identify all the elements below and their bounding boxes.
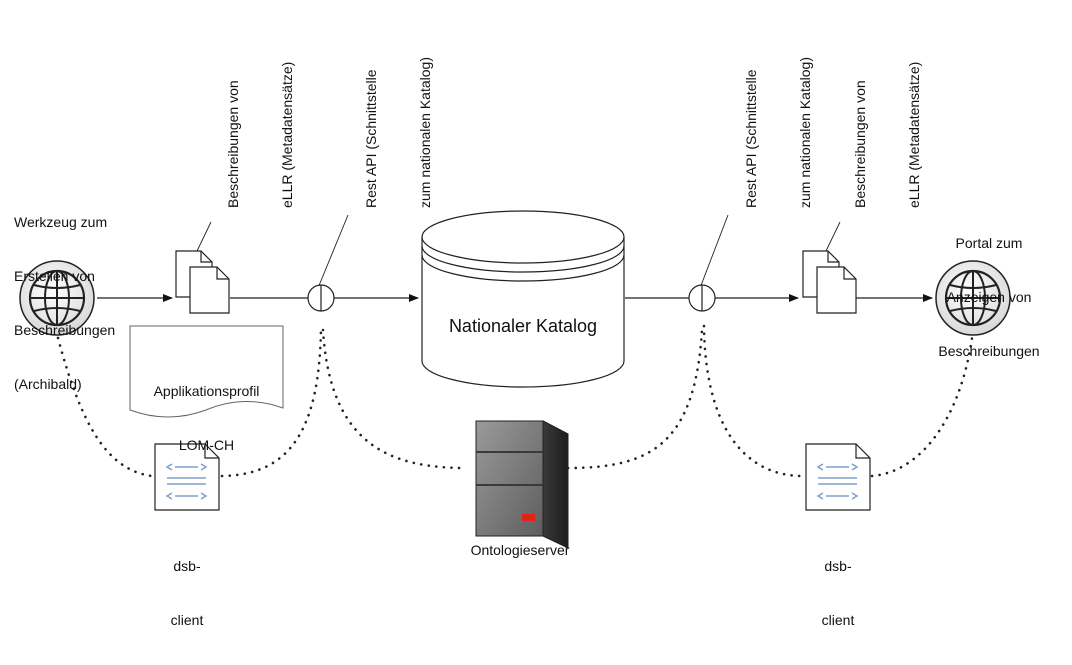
server-led (522, 514, 535, 521)
tool-label-line: Beschreibungen (14, 322, 116, 338)
document-shape (129, 325, 284, 418)
code-file-icon (805, 443, 871, 511)
server-icon (475, 420, 569, 549)
server-label: Ontologieserver (470, 542, 570, 558)
metadata-left-label: Beschreibungen von eLLR (Metadatensätze) (188, 62, 332, 208)
metadata-left-label-line: Beschreibungen von (225, 80, 241, 208)
tool-label: Werkzeug zum Erstellen von Beschreibunge… (14, 177, 115, 429)
interface-circle-icon (307, 284, 335, 312)
dotted-lines (56, 324, 974, 478)
profile-label: Applikationsprofil LOM-CH (130, 346, 283, 490)
api-left-label-line: Rest API (Schnittstelle (363, 69, 379, 208)
documents-icon (175, 250, 230, 314)
globe-icon (19, 260, 95, 336)
dotted-dsb-to-api (220, 324, 323, 478)
dotted-tool-to-dsb (56, 336, 154, 478)
metadata-right-label-line: Beschreibungen von (852, 80, 868, 208)
code-file-icon (154, 443, 220, 511)
dotted-dsb-to-portal (870, 336, 974, 478)
metadata-right-label-line: eLLR (Metadatensätze) (906, 61, 922, 208)
profile-label-line: Applikationsprofil (153, 383, 260, 399)
tool-label-line: Erstellen von (14, 268, 95, 284)
dsb-left-label: dsb- client (147, 521, 227, 665)
globe-icon (935, 260, 1011, 336)
documents-icon (802, 250, 857, 314)
profile-label-line: LOM-CH (178, 437, 235, 453)
catalog-label: Nationaler Katalog (448, 316, 598, 336)
dsb-right-label-line: client (821, 612, 855, 628)
portal-label: Portal zum Anzeigen von Beschreibungen (914, 198, 1064, 396)
api-left-label: Rest API (Schnittstelle zum nationalen K… (326, 57, 470, 208)
database-cylinder-icon (421, 210, 625, 388)
metadata-right-label: Beschreibungen von eLLR (Metadatensätze) (815, 62, 959, 208)
tool-label-line: (Archibald) (14, 376, 82, 392)
dsb-right-label: dsb- client (798, 521, 878, 665)
portal-label-line: Beschreibungen (938, 343, 1040, 359)
tool-label-line: Werkzeug zum (14, 214, 108, 230)
architecture-diagram: Werkzeug zum Erstellen von Beschreibunge… (14, 57, 1064, 628)
portal-label-line: Portal zum (955, 235, 1023, 251)
dotted-api-to-server (321, 328, 468, 470)
api-left-label-line: zum nationalen Katalog) (417, 57, 433, 208)
dsb-left-label-line: dsb- (173, 558, 201, 574)
dotted-api-to-dsb (702, 324, 805, 478)
diagram-canvas (19, 210, 1011, 549)
interface-circle-icon (688, 284, 716, 312)
api-right-label-line: zum nationalen Katalog) (797, 57, 813, 208)
dsb-left-label-line: client (170, 612, 204, 628)
dsb-right-label-line: dsb- (824, 558, 852, 574)
dotted-server-to-api (566, 328, 704, 470)
metadata-left-label-line: eLLR (Metadatensätze) (279, 61, 295, 208)
leader-lines (196, 214, 841, 289)
portal-label-line: Anzeigen von (946, 289, 1032, 305)
api-right-label-line: Rest API (Schnittstelle (743, 69, 759, 208)
